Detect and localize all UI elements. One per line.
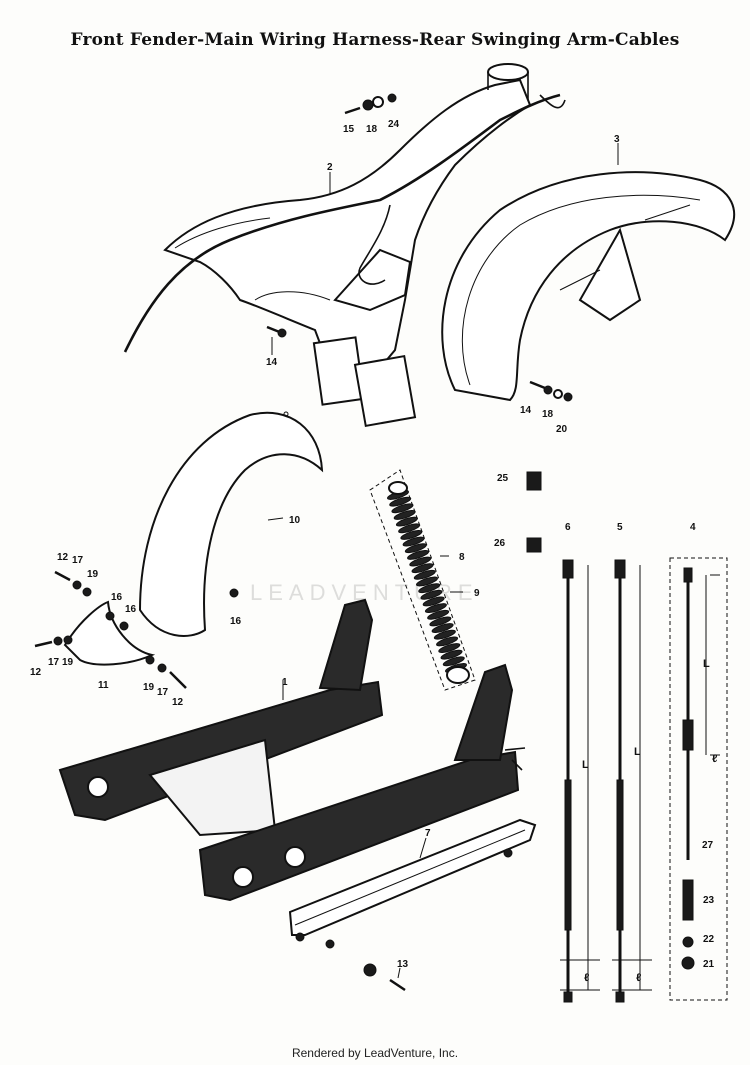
callout-19c: 19 [143, 682, 155, 693]
callout-18a: 18 [366, 124, 378, 135]
callout-23: 23 [703, 895, 715, 906]
callout-17a: 17 [72, 555, 84, 566]
callout-10: 10 [289, 515, 301, 526]
spring-coil-turn [431, 623, 454, 634]
callout-3: 3 [614, 134, 620, 145]
callout-17b: 17 [48, 657, 60, 668]
rear-shock-part-8-9[interactable] [369, 469, 476, 691]
callout-8: 8 [459, 552, 465, 563]
spring-coil-turn [427, 609, 450, 620]
callout-17c: 17 [157, 687, 169, 698]
spring-coil-turn [398, 523, 421, 534]
dim-L-cable-5: L [634, 746, 641, 758]
callout-27: 27 [702, 840, 714, 851]
spring-coil-turn [440, 649, 463, 660]
spring-coil-turn [415, 576, 439, 587]
spring-coil-turn [395, 516, 418, 527]
spring-coil-turn [436, 636, 459, 647]
front-fender-part-3[interactable] [441, 171, 736, 402]
spring-coil-turn [409, 556, 432, 567]
callout-20: 20 [556, 424, 568, 435]
spring-coil-turn [442, 656, 465, 667]
spring-coil-turn [429, 616, 452, 627]
small-hardware [34, 93, 573, 992]
callout-6: 6 [565, 522, 571, 533]
callout-7: 7 [425, 828, 431, 839]
bracket-part-11[interactable] [63, 600, 156, 666]
callout-12b: 12 [30, 667, 42, 678]
cable-part-5[interactable] [614, 559, 626, 1003]
callout-2: 2 [327, 162, 333, 173]
callout-5: 5 [617, 522, 623, 533]
spring-coil-turn [420, 589, 443, 600]
callout-25: 25 [497, 473, 509, 484]
dim-l-cable-5: ℓ [636, 972, 641, 984]
callout-26: 26 [494, 538, 506, 549]
leader-lines [267, 143, 619, 979]
cable-part-4[interactable] [669, 557, 728, 1001]
callout-11: 11 [98, 680, 109, 691]
callout-labels: 1 2 3 4 5 6 7 8 9 10 11 12 12 12 13 14 1… [30, 119, 715, 970]
chain-guard-part-7[interactable] [288, 818, 537, 949]
wiring-harness [123, 93, 566, 353]
diagram-title: Front Fender-Main Wiring Harness-Rear Sw… [70, 30, 680, 50]
swinging-arm-part-1[interactable] [58, 598, 526, 902]
rear-fender-part-10[interactable] [138, 411, 324, 637]
footer-credit: Rendered by LeadVenture, Inc. [291, 1046, 459, 1060]
spring-coil-turn [411, 563, 434, 574]
spring-coil-turn [404, 543, 427, 554]
callout-18b: 18 [542, 409, 554, 420]
spring-coil-turn [400, 529, 423, 540]
callout-14a: 14 [266, 357, 278, 368]
frame-housing-part-2[interactable] [163, 63, 532, 428]
spring-coil-turn [402, 536, 425, 547]
spring-coil-turn [407, 549, 430, 560]
dim-L-cable-4: L [703, 658, 710, 670]
callout-1: 1 [282, 677, 288, 688]
spring-coil-turn [433, 629, 456, 640]
cable-part-6[interactable] [562, 559, 574, 1003]
callout-16a: 16 [111, 592, 123, 603]
callout-12a: 12 [57, 552, 69, 563]
spring-coil-turn [389, 496, 412, 507]
callout-19b: 19 [62, 657, 74, 668]
callout-22: 22 [703, 934, 715, 945]
spring-coil-turn [393, 510, 416, 520]
callout-14b: 14 [520, 405, 532, 416]
callout-9: 9 [474, 588, 480, 599]
callout-4: 4 [690, 522, 696, 533]
callout-13: 13 [397, 959, 409, 970]
spring-coil-turn [424, 603, 447, 614]
dim-L-cable-6: L [582, 759, 589, 771]
callout-24: 24 [388, 119, 400, 130]
cable-dimension-lines [560, 565, 720, 991]
dim-l-cable-6: ℓ [584, 972, 589, 984]
callout-19a: 19 [87, 569, 99, 580]
callout-16b: 16 [125, 604, 137, 615]
callout-16c: 16 [230, 616, 242, 627]
dim-l-cable-4: ℓ [712, 753, 717, 765]
spring-coil-turn [413, 569, 436, 580]
spring-coil-turn [438, 643, 461, 653]
spring-coil-turn [418, 583, 441, 594]
dimension-labels: L L L ℓ ℓ ℓ [582, 658, 717, 984]
callout-21: 21 [703, 959, 715, 970]
callout-12c: 12 [172, 697, 184, 708]
callout-15: 15 [343, 124, 355, 135]
spring-coil-turn [391, 503, 414, 514]
spring-coil-turn [422, 596, 445, 607]
